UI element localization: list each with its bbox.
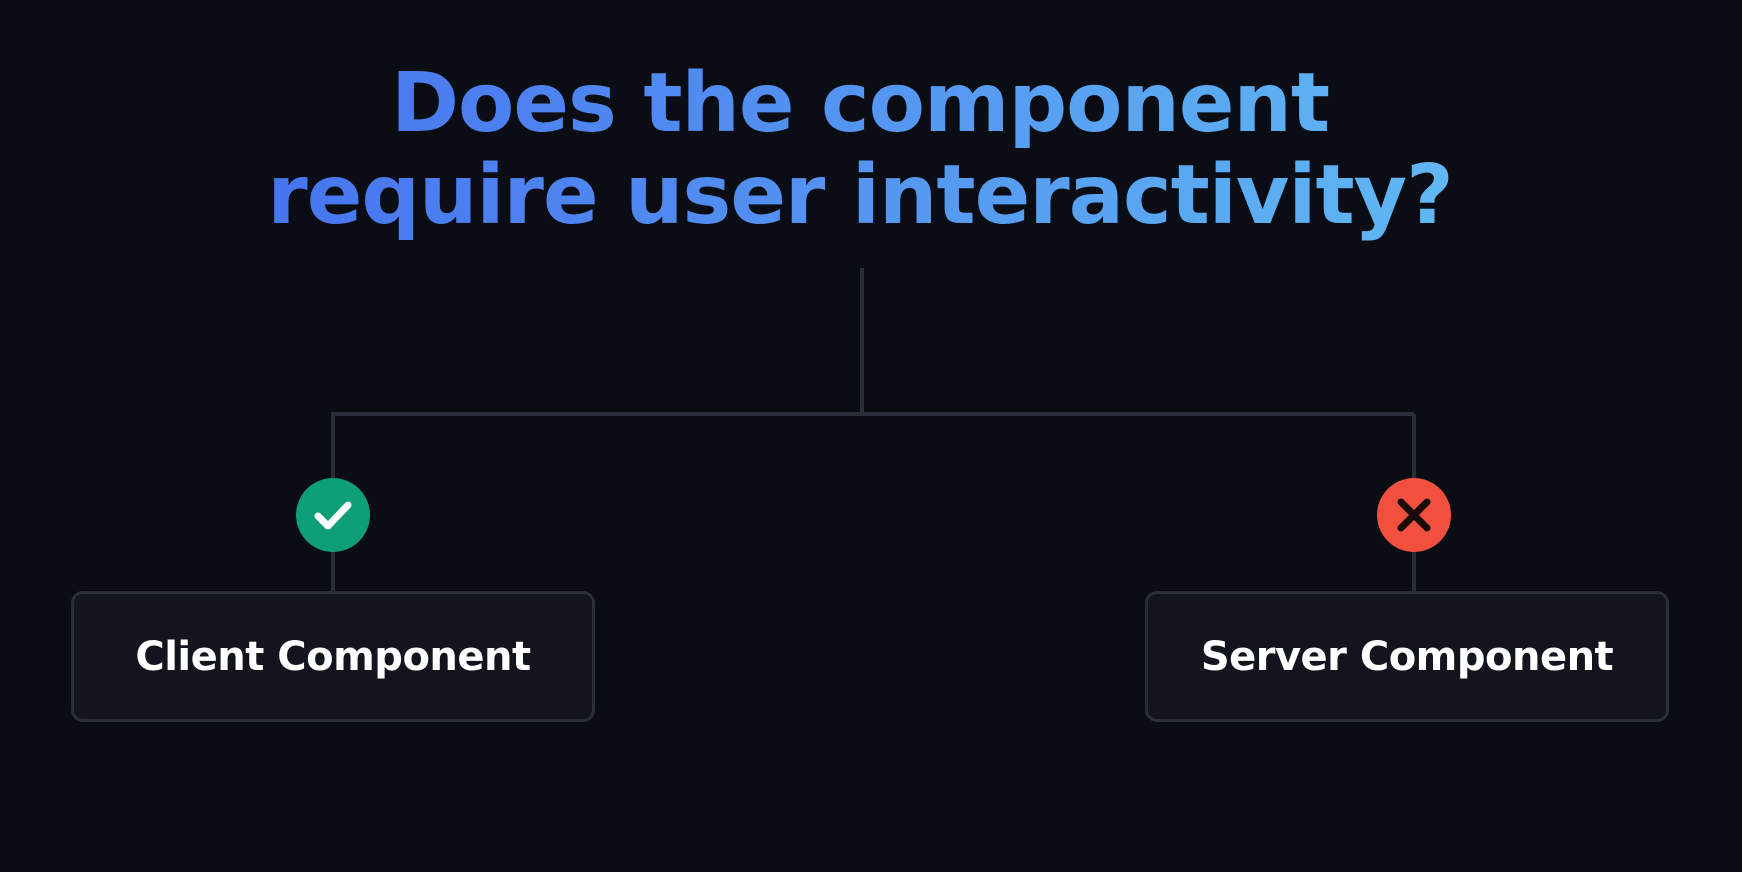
cross-icon — [1397, 498, 1431, 532]
server-component-node: Server Component — [1145, 591, 1669, 722]
client-component-label: Client Component — [135, 633, 531, 680]
server-component-label: Server Component — [1200, 633, 1614, 680]
no-badge — [1377, 478, 1451, 552]
yes-badge — [296, 478, 370, 552]
client-component-node: Client Component — [71, 591, 595, 722]
check-icon — [314, 501, 352, 530]
